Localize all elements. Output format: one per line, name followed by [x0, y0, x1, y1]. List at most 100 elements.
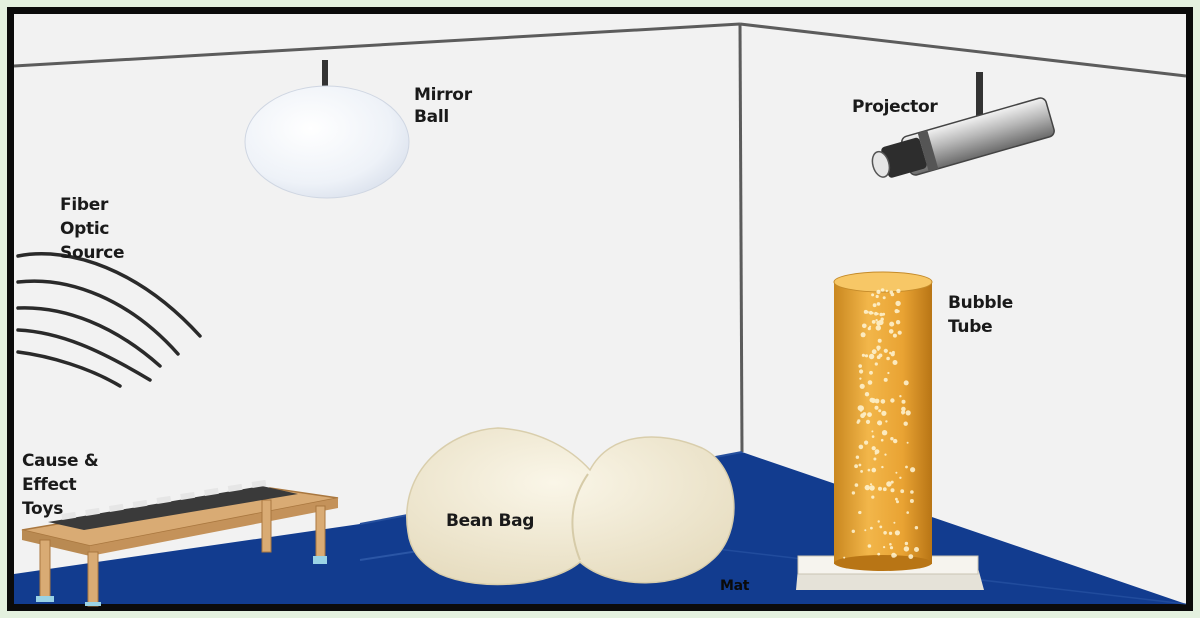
bubble	[896, 500, 899, 503]
fiber-optic-label-1: Fiber	[60, 195, 109, 215]
bubble	[871, 496, 874, 499]
bubble	[876, 325, 881, 330]
bubble-tube-label-2: Tube	[948, 317, 992, 337]
mirror-ball-label-1: Mirror	[414, 85, 473, 105]
bubble	[854, 464, 858, 468]
bubble	[883, 546, 885, 548]
bubble	[858, 511, 861, 514]
bubble	[884, 378, 888, 382]
bubble	[897, 310, 900, 313]
bubble	[881, 439, 884, 442]
bubble	[876, 321, 881, 326]
mat-label: Mat	[720, 578, 750, 594]
bubble	[891, 293, 895, 297]
bubble	[900, 489, 904, 493]
bubble	[910, 499, 914, 503]
bubble	[884, 349, 888, 353]
bubble	[878, 520, 880, 522]
bubble	[858, 364, 862, 368]
bubble	[886, 481, 891, 486]
bubble	[859, 445, 864, 450]
bubble	[902, 412, 904, 414]
bubble	[859, 464, 862, 467]
bubble	[868, 544, 872, 548]
bubble	[890, 398, 894, 402]
bubble	[881, 411, 886, 416]
bubble	[872, 320, 876, 324]
bubble	[904, 380, 909, 385]
fiber-optic-label-2: Optic	[60, 219, 109, 239]
bubble	[889, 543, 892, 546]
bubble	[893, 439, 897, 443]
bubble	[870, 527, 873, 530]
bean-bag-label: Bean Bag	[446, 511, 534, 531]
bubble	[876, 295, 879, 298]
bubble	[898, 331, 902, 335]
bubble	[873, 458, 876, 461]
bubble	[873, 350, 876, 353]
bubble	[882, 430, 887, 435]
bubble-tube-label-1: Bubble	[948, 293, 1013, 313]
bubble	[875, 406, 879, 410]
bubble	[895, 530, 900, 535]
bubble	[865, 392, 869, 396]
bubble	[868, 380, 873, 385]
bubble	[889, 532, 892, 535]
bubble	[868, 327, 871, 330]
bubble	[881, 288, 885, 292]
bubble	[881, 466, 883, 468]
bubble	[891, 488, 895, 492]
bubble	[843, 557, 845, 559]
bubble	[887, 372, 889, 374]
bubble	[878, 409, 881, 412]
bubble	[883, 487, 887, 491]
bubble	[877, 313, 879, 315]
bubble	[877, 349, 879, 351]
bubble	[883, 531, 887, 535]
bubble	[881, 318, 884, 321]
bubble	[860, 470, 863, 473]
bubble	[860, 384, 865, 389]
bubble	[871, 312, 873, 314]
bubble	[889, 322, 894, 327]
bubble	[878, 339, 882, 343]
bubble	[857, 419, 860, 422]
bubble	[910, 467, 915, 472]
bubble	[907, 442, 909, 444]
bubble	[886, 290, 888, 292]
bubble	[915, 526, 918, 529]
bubble	[914, 547, 919, 552]
bubble	[871, 293, 874, 296]
bubble	[878, 487, 882, 491]
bubble	[863, 412, 867, 416]
cause-effect-label-3: Toys	[22, 499, 63, 519]
bubble	[895, 498, 898, 501]
bubble	[902, 400, 906, 404]
bubble	[881, 399, 886, 404]
bubble	[866, 420, 870, 424]
bubble	[875, 452, 877, 454]
bubble	[865, 485, 870, 490]
bubble	[910, 490, 914, 494]
bubble	[878, 421, 882, 425]
bubble	[869, 354, 874, 359]
bubble	[899, 477, 901, 479]
bubble	[889, 329, 894, 334]
bubble	[872, 435, 875, 438]
bubble	[895, 301, 900, 306]
bubble	[865, 354, 868, 357]
bubble	[877, 302, 881, 306]
bubble	[904, 546, 909, 551]
bubble	[883, 296, 886, 299]
bubble	[893, 334, 897, 338]
bubble	[890, 546, 893, 549]
bubble	[885, 420, 887, 422]
bubble	[908, 554, 913, 559]
bubble	[862, 324, 867, 329]
bubble	[869, 485, 874, 490]
bubble	[882, 314, 884, 316]
bubble	[901, 407, 906, 412]
bubble	[875, 319, 877, 321]
bubble	[899, 395, 901, 397]
